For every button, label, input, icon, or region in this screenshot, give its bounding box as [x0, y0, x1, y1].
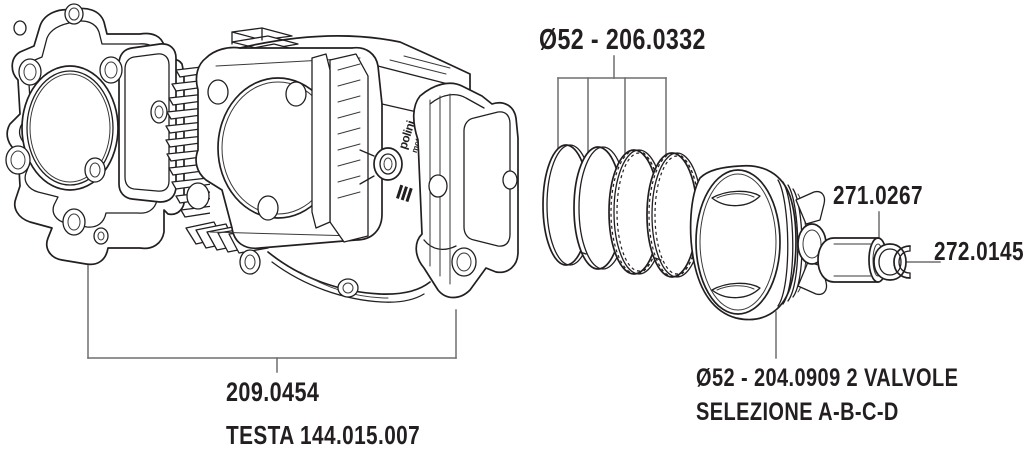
label-piston-selection: SELEZIONE A-B-C-D [696, 398, 899, 426]
valve-relief-pockets [711, 190, 761, 299]
polini-logo-boss [359, 147, 403, 185]
circlips [873, 243, 911, 281]
piston [689, 164, 828, 321]
cylinder-block: polini motori [165, 27, 519, 303]
head-gasket [5, 3, 186, 266]
block-lower-contours [267, 251, 431, 303]
piston-pin-boss [795, 190, 828, 296]
label-piston-rings: Ø52 - 206.0332 [539, 24, 706, 56]
label-wrist-pin: 271.0267 [833, 180, 923, 210]
label-circlips: 272.0145 [934, 236, 1024, 266]
label-head-gasket: 209.0454 [226, 377, 320, 407]
piston-ring-set [542, 144, 703, 278]
label-piston: Ø52 - 204.0909 2 VALVOLE [696, 364, 959, 392]
circlip-2 [893, 245, 911, 279]
polini-logo-bars [396, 184, 413, 203]
block-right-flange [412, 82, 519, 299]
label-cylinder-head: TESTA 144.015.007 [226, 420, 421, 450]
